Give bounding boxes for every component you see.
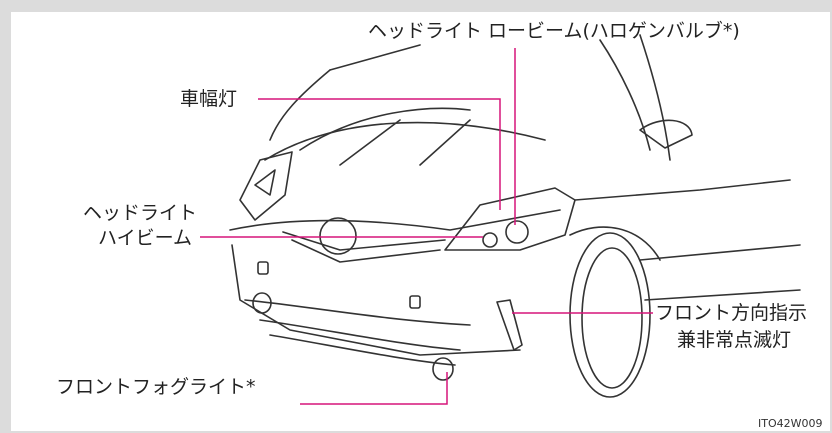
hood-line	[264, 121, 546, 161]
side-mirror	[639, 119, 693, 149]
label-fog-light: フロントフォグライト*	[56, 376, 256, 398]
label-headlight-high-line1: ヘッドライト	[83, 202, 198, 224]
label-headlight-high-line2: ハイビーム	[98, 227, 193, 249]
emblem	[319, 217, 357, 255]
leader-fog-light	[300, 372, 448, 405]
front-wheel	[569, 232, 651, 398]
front-bumper	[231, 244, 521, 356]
label-turn-signal-line2: 兼非常点滅灯	[677, 329, 792, 351]
leader-parking-light	[258, 98, 501, 210]
label-parking-light: 車幅灯	[180, 88, 238, 110]
label-turn-signal-line1: フロント方向指示	[655, 302, 808, 324]
image-code: ITO42W009	[758, 417, 823, 430]
label-headlight-low: ヘッドライト ロービーム(ハロゲンバルブ*)	[368, 20, 740, 42]
left-headlight	[239, 151, 293, 221]
right-fog-lamp	[432, 357, 454, 381]
roof-line	[329, 44, 421, 71]
turn-signal-housing	[496, 299, 523, 351]
a-pillar-right	[599, 39, 651, 151]
